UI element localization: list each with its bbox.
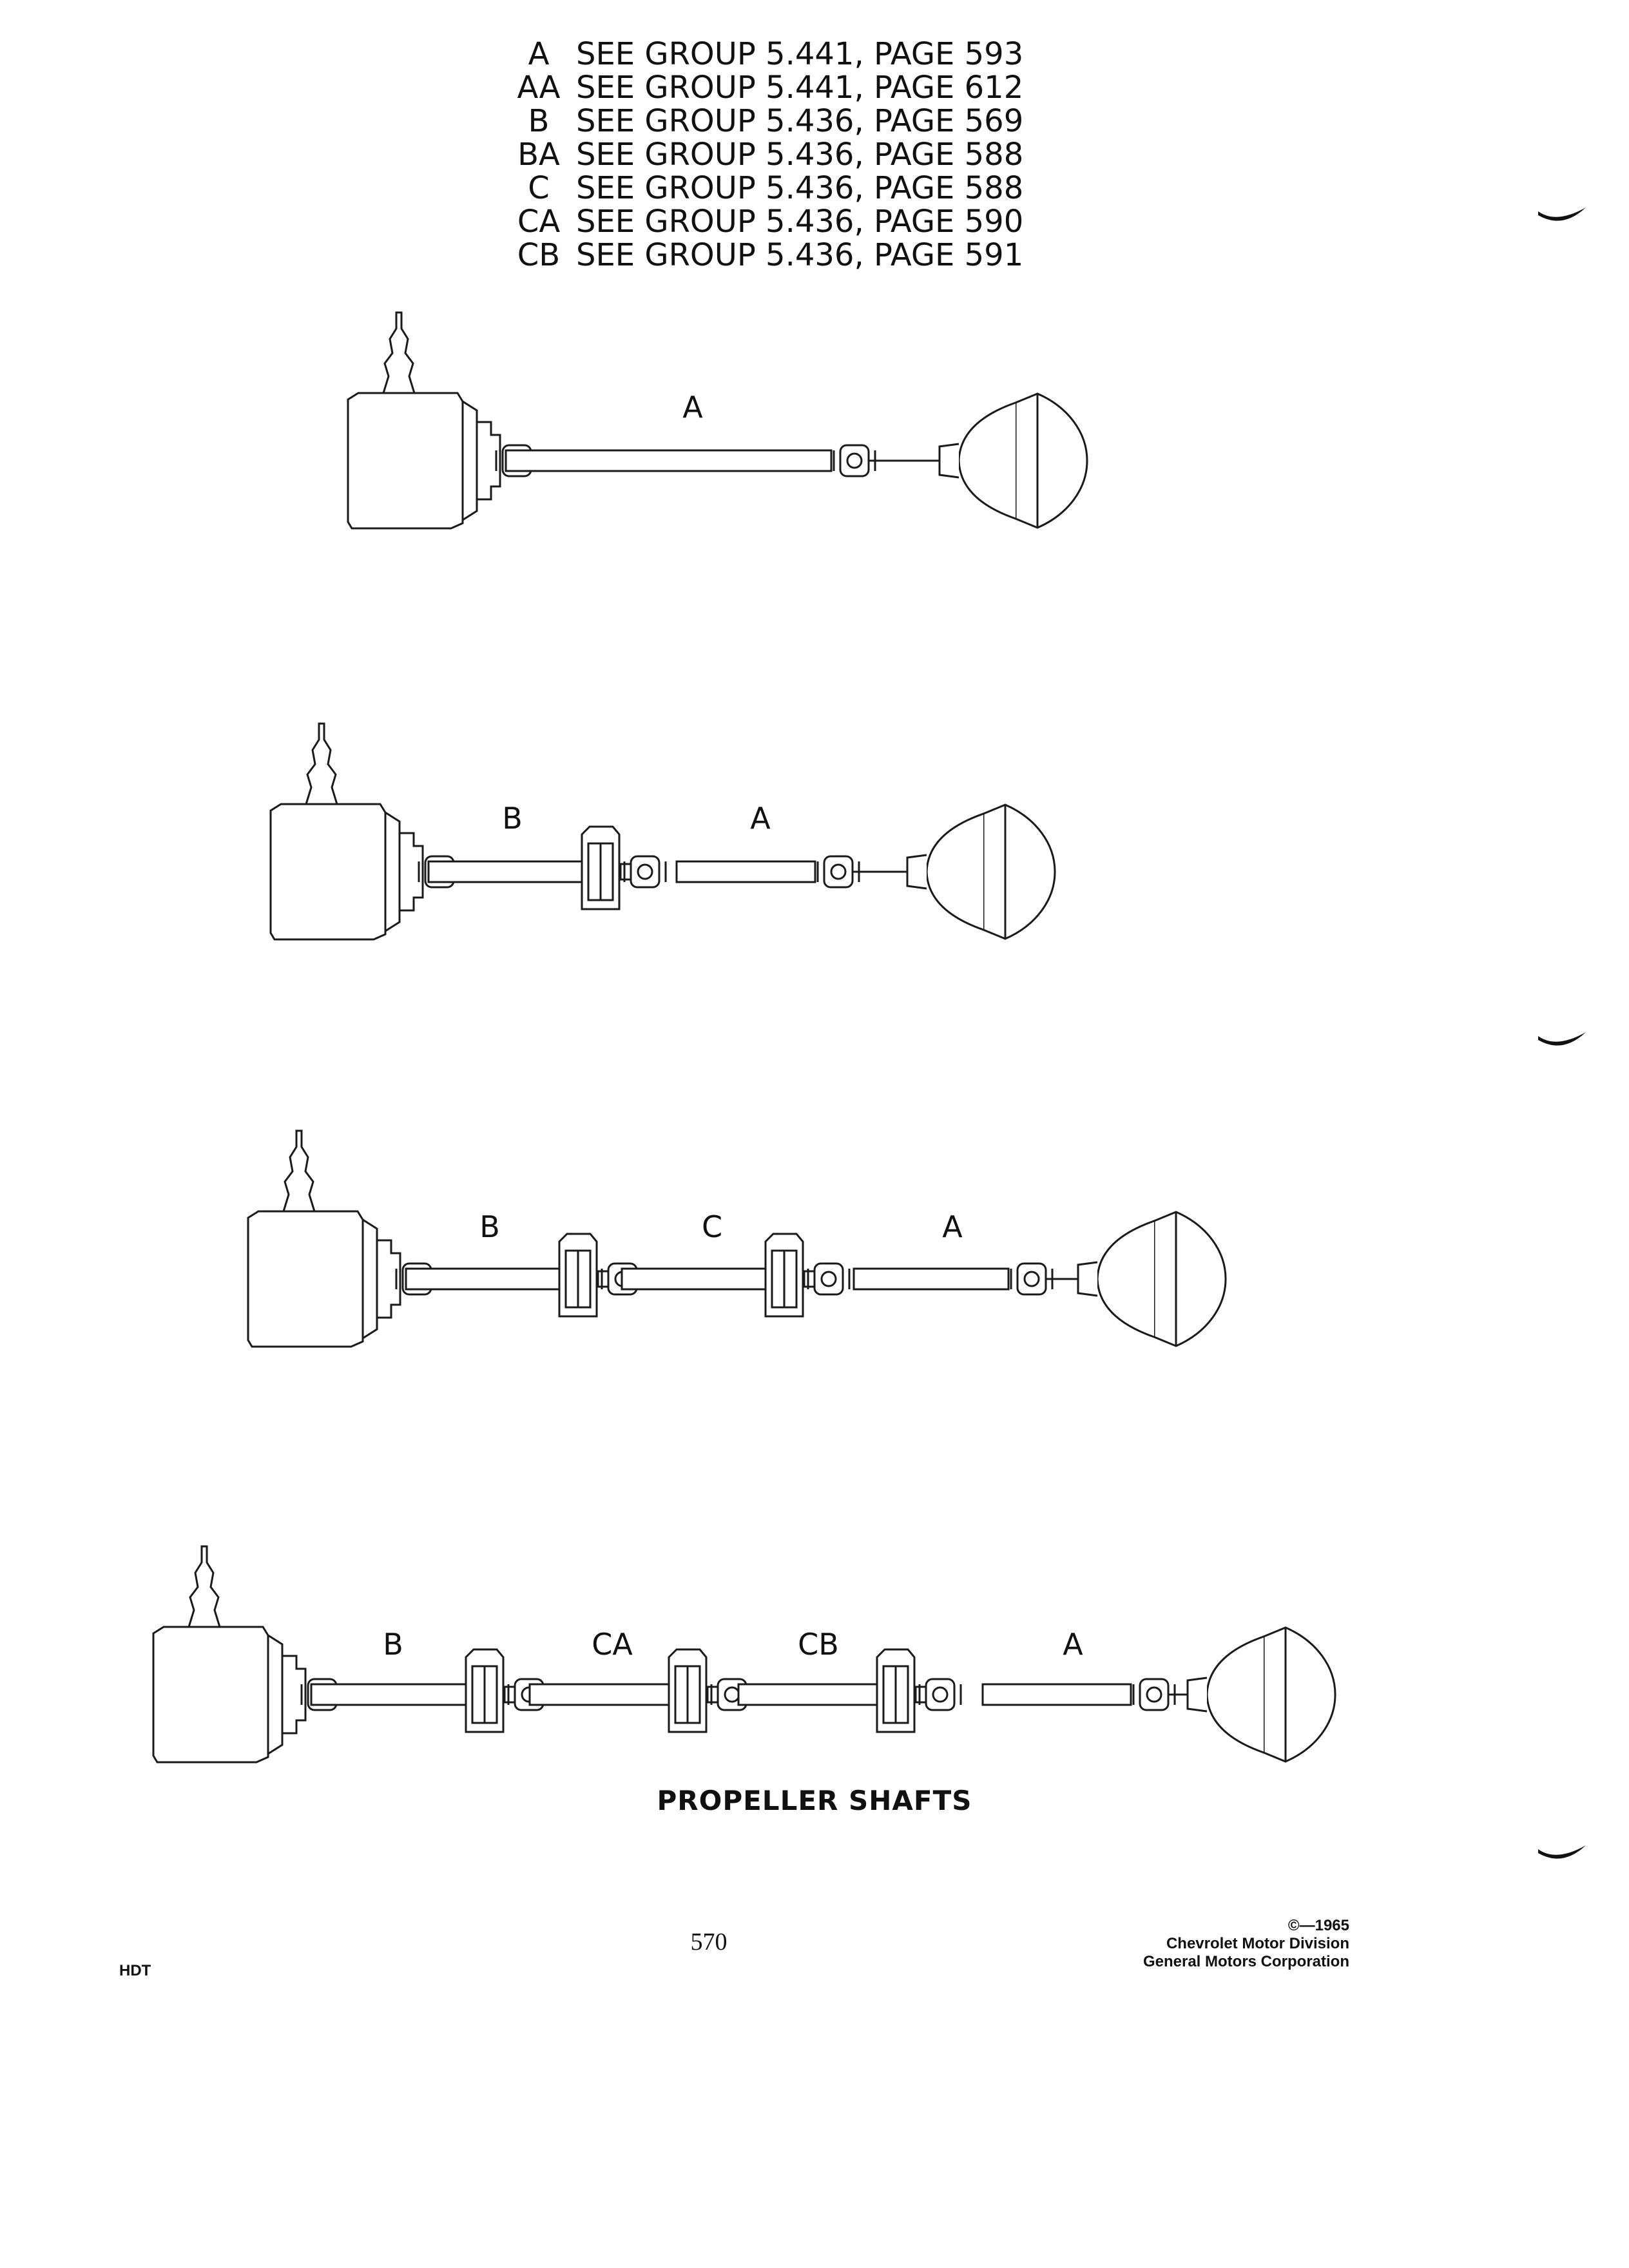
rear-axle-cover bbox=[1014, 392, 1088, 529]
binding-mark-icon bbox=[1538, 1032, 1586, 1046]
copyright-corporation: General Motors Corporation bbox=[1142, 1953, 1349, 1970]
shaft-label: CB bbox=[798, 1627, 839, 1662]
page-number: 570 bbox=[690, 1928, 728, 1956]
shaft-assembly-1: A bbox=[347, 311, 1088, 530]
legend-code: BA bbox=[517, 137, 560, 173]
series-code: HDT bbox=[119, 1962, 151, 1979]
binding-mark-icon bbox=[1538, 1845, 1586, 1859]
universal-joint-cross bbox=[637, 863, 653, 880]
universal-joint-cross bbox=[846, 452, 863, 469]
shaft-label: B bbox=[502, 801, 523, 836]
shift-lever-tower bbox=[282, 1129, 316, 1213]
transmission-flange bbox=[362, 1218, 378, 1340]
shaft-assembly-4: B CA CB A bbox=[152, 1545, 1336, 1763]
shaft-label: C bbox=[702, 1209, 722, 1244]
shift-lever-tower bbox=[304, 722, 339, 805]
pinion-flange bbox=[906, 854, 927, 890]
legend-code: B bbox=[528, 103, 550, 139]
transmission-extension bbox=[376, 1239, 401, 1319]
legend-code: AA bbox=[517, 70, 561, 106]
transmission-body bbox=[152, 1626, 269, 1763]
universal-joint-cross bbox=[820, 1271, 837, 1287]
copyright-year: ©—1965 bbox=[1287, 1917, 1349, 1934]
rear-axle-cover bbox=[1153, 1211, 1227, 1347]
legend-row-a: A SEE GROUP 5.441, PAGE 593 bbox=[509, 37, 1025, 71]
rear-axle-housing bbox=[958, 401, 1016, 520]
transmission-body bbox=[269, 803, 387, 941]
shaft-label: B bbox=[479, 1209, 500, 1244]
universal-joint-cross bbox=[1023, 1271, 1040, 1287]
legend-code: CA bbox=[517, 204, 561, 240]
shaft-label: A bbox=[750, 801, 771, 836]
rear-axle-housing bbox=[925, 812, 984, 931]
rear-axle-cover bbox=[982, 803, 1056, 940]
propeller-shaft-tube bbox=[310, 1683, 468, 1706]
universal-joint-cross bbox=[830, 863, 847, 880]
legend-code: C bbox=[528, 170, 550, 206]
shaft-label: CA bbox=[592, 1627, 633, 1662]
page-title: PROPELLER SHAFTS bbox=[657, 1785, 972, 1816]
transmission-flange bbox=[385, 811, 401, 932]
legend-text: SEE GROUP 5.436, PAGE 590 bbox=[576, 204, 1024, 240]
legend-text: SEE GROUP 5.436, PAGE 588 bbox=[576, 170, 1024, 206]
propeller-shaft-tube bbox=[621, 1267, 768, 1291]
legend-text: SEE GROUP 5.441, PAGE 612 bbox=[576, 70, 1024, 106]
shaft-label: A bbox=[1063, 1627, 1083, 1662]
copyright-block: ©—1965 Chevrolet Motor Division General … bbox=[1143, 1917, 1349, 1971]
legend-row-c: C SEE GROUP 5.436, PAGE 588 bbox=[509, 171, 1025, 205]
transmission-flange bbox=[462, 400, 478, 521]
universal-joint-cross bbox=[932, 1686, 949, 1703]
universal-joint-cross bbox=[1146, 1686, 1162, 1703]
transmission-extension bbox=[398, 832, 424, 912]
legend-text: SEE GROUP 5.436, PAGE 569 bbox=[576, 103, 1024, 139]
transmission-body bbox=[247, 1210, 364, 1348]
transmission-body bbox=[347, 392, 464, 530]
legend-row-ba: BA SEE GROUP 5.436, PAGE 588 bbox=[509, 138, 1025, 171]
transmission-flange bbox=[267, 1634, 284, 1755]
shaft-label: A bbox=[682, 390, 703, 425]
propeller-shaft-tube bbox=[505, 449, 833, 472]
propeller-shaft-tube bbox=[427, 860, 584, 883]
rear-axle-cover bbox=[1262, 1626, 1336, 1763]
rear-axle-housing bbox=[1206, 1635, 1264, 1754]
shaft-label: A bbox=[942, 1209, 963, 1244]
legend-row-cb: CB SEE GROUP 5.436, PAGE 591 bbox=[509, 238, 1025, 272]
transmission-extension bbox=[476, 421, 501, 501]
universal-joint-cross bbox=[724, 1686, 740, 1703]
legend-code: CB bbox=[517, 237, 561, 273]
propeller-shaft-tube bbox=[528, 1683, 671, 1706]
legend-row-b: B SEE GROUP 5.436, PAGE 569 bbox=[509, 104, 1025, 138]
shift-lever-tower bbox=[381, 311, 416, 394]
propeller-shaft-tube bbox=[405, 1267, 562, 1291]
legend-text: SEE GROUP 5.436, PAGE 591 bbox=[576, 237, 1024, 273]
reference-legend: A SEE GROUP 5.441, PAGE 593 AA SEE GROUP… bbox=[509, 37, 1025, 272]
legend-text: SEE GROUP 5.441, PAGE 593 bbox=[576, 36, 1024, 72]
propeller-shaft-tube bbox=[853, 1267, 1010, 1291]
propeller-shaft-tube bbox=[675, 860, 816, 883]
pinion-flange bbox=[938, 443, 959, 479]
shaft-label: B bbox=[383, 1627, 403, 1662]
legend-text: SEE GROUP 5.436, PAGE 588 bbox=[576, 137, 1024, 173]
shift-lever-tower bbox=[187, 1545, 222, 1628]
transmission-extension bbox=[281, 1655, 307, 1735]
legend-row-ca: CA SEE GROUP 5.436, PAGE 590 bbox=[509, 205, 1025, 238]
propeller-shaft-tube bbox=[981, 1683, 1132, 1706]
pinion-flange bbox=[1077, 1261, 1098, 1297]
copyright-division: Chevrolet Motor Division bbox=[1166, 1935, 1349, 1952]
rear-axle-housing bbox=[1096, 1220, 1155, 1338]
legend-code: A bbox=[528, 36, 550, 72]
pinion-flange bbox=[1186, 1677, 1208, 1713]
propeller-shaft-tube bbox=[737, 1683, 880, 1706]
legend-row-aa: AA SEE GROUP 5.441, PAGE 612 bbox=[509, 71, 1025, 104]
binding-mark-icon bbox=[1538, 207, 1586, 221]
